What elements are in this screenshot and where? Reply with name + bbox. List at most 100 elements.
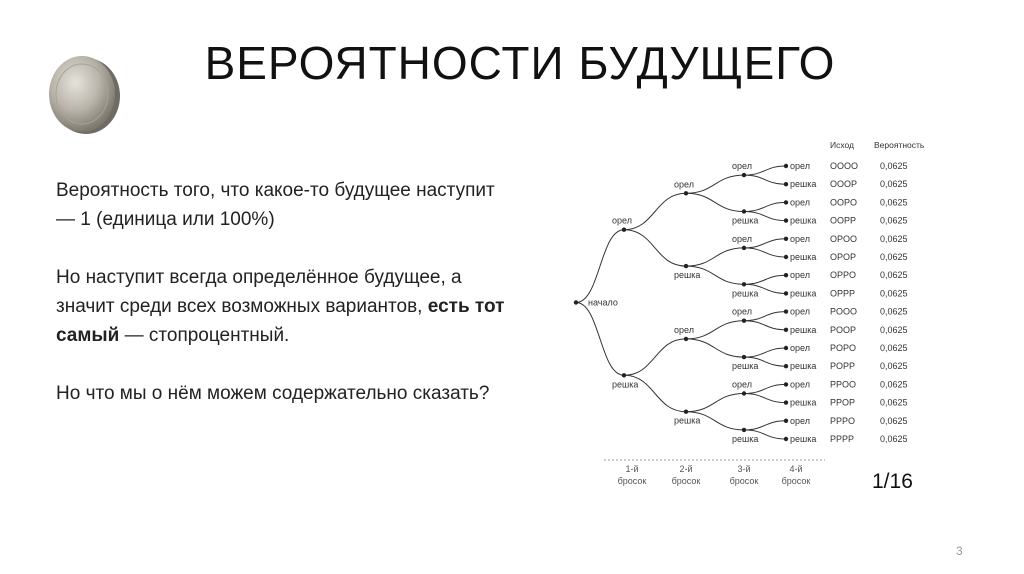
tree-branch	[743, 174, 787, 185]
branch-label-tails: решка	[612, 379, 638, 389]
outcome-probability: 0,0625	[880, 361, 908, 371]
paragraph-determined-future: Но наступит всегда определённое будущее,…	[56, 263, 516, 350]
tree-branch	[685, 338, 745, 358]
tree-node	[573, 300, 579, 305]
leaf-label-tails: решка	[790, 252, 816, 262]
outcome-probability: 0,0625	[880, 343, 908, 353]
tree-node	[741, 391, 747, 396]
branch-label-tails: решка	[732, 216, 758, 226]
outcome-probability: 0,0625	[880, 288, 908, 298]
outcome-code: POPP	[830, 361, 855, 371]
outcome-code: OOOO	[830, 161, 858, 171]
tree-branch	[623, 229, 687, 267]
leaf-label-tails: решка	[790, 288, 816, 298]
outcome-probability: 0,0625	[880, 416, 908, 426]
toss-number: 1-й	[625, 464, 638, 474]
outcome-probability: 0,0625	[880, 197, 908, 207]
tree-node	[683, 409, 689, 414]
leaf-label-tails: решка	[790, 398, 816, 408]
toss-word: бросок	[730, 476, 759, 486]
outcome-code: OOPO	[830, 197, 857, 207]
tree-node	[741, 318, 747, 323]
tree-branch	[743, 247, 787, 258]
leaf-label-heads: орел	[790, 270, 810, 280]
tree-node	[783, 291, 789, 296]
outcome-code: OPPO	[830, 270, 856, 280]
branch-label-tails: решка	[732, 361, 758, 371]
tree-branch	[685, 411, 745, 431]
outcome-probability: 0,0625	[880, 161, 908, 171]
branch-label-tails: решка	[674, 416, 700, 426]
tree-node	[783, 163, 789, 169]
toss-number: 3-й	[737, 464, 750, 474]
outcome-code: PPOO	[830, 379, 856, 389]
tree-node	[783, 382, 789, 387]
outcome-code: OOPP	[830, 216, 856, 226]
leaf-label-heads: орел	[790, 343, 810, 353]
tree-branch	[743, 429, 787, 440]
branch-label-tails: решка	[732, 288, 758, 298]
paragraph-text: Но наступит всегда определённое будущее,…	[56, 267, 462, 317]
leaf-label-tails: решка	[790, 216, 816, 226]
paragraph-question: Но что мы о нём можем содержательно сказ…	[56, 383, 490, 404]
tree-branch	[685, 247, 745, 267]
leaf-label-heads: орел	[790, 379, 810, 389]
outcome-code: OPPP	[830, 288, 855, 298]
slide-title: ВЕРОЯТНОСТИ БУДУЩЕГО	[204, 37, 836, 89]
tree-branch	[623, 192, 687, 231]
toss-word: бросок	[618, 476, 647, 486]
branch-label-heads: орел	[674, 179, 694, 189]
tree-branch	[575, 302, 625, 376]
tree-node	[741, 172, 747, 178]
tree-node	[783, 364, 789, 369]
outcome-probability: 0,0625	[880, 179, 908, 189]
tree-branch	[685, 192, 745, 212]
leaf-label-tails: решка	[790, 325, 816, 335]
outcome-probability: 0,0625	[880, 398, 908, 408]
outcome-code: OPOO	[830, 234, 857, 244]
tree-branch	[685, 393, 745, 413]
outcome-probability: 0,0625	[880, 270, 908, 280]
branch-label-heads: орел	[732, 307, 752, 317]
tree-node	[783, 436, 789, 442]
tree-branch	[685, 265, 745, 285]
outcome-code: PPPP	[830, 434, 854, 444]
tree-node	[783, 400, 789, 405]
branch-label-tails: решка	[674, 270, 700, 280]
fraction-label: 1/16	[872, 470, 913, 493]
tree-node	[621, 227, 627, 232]
leaf-label-heads: орел	[790, 234, 810, 244]
toss-word: бросок	[672, 476, 701, 486]
outcome-probability: 0,0625	[880, 325, 908, 335]
branch-label-heads: орел	[732, 234, 752, 244]
tree-node	[621, 373, 627, 378]
paragraph-text: — стопроцентный.	[119, 325, 290, 346]
tree-node	[683, 263, 689, 269]
tree-branch	[743, 320, 787, 331]
tree-node	[783, 418, 789, 423]
tree-node	[783, 309, 789, 314]
tree-branch	[743, 201, 787, 212]
header-outcome: Исход	[830, 140, 854, 150]
branch-label-heads: орел	[732, 380, 752, 390]
tree-branch	[743, 347, 787, 358]
tree-node	[783, 327, 789, 332]
tree-node	[741, 209, 747, 214]
tree-branch	[743, 283, 787, 294]
tree-branch	[743, 420, 787, 431]
outcome-probability: 0,0625	[880, 307, 908, 317]
leaf-label-tails: решка	[790, 179, 816, 189]
body-text: Вероятность того, что какое-то будущее н…	[56, 176, 516, 437]
tree-branch	[743, 393, 787, 404]
tree-node	[783, 345, 789, 351]
outcome-code: OPOP	[830, 252, 856, 262]
tree-node	[741, 282, 747, 287]
emphasis-text: есть тот самый	[56, 296, 505, 346]
branch-label-tails: решка	[732, 434, 758, 444]
branch-label-heads: орел	[732, 161, 752, 171]
outcome-code: POPO	[830, 343, 856, 353]
outcome-code: OOOP	[830, 179, 857, 189]
outcome-probability: 0,0625	[880, 234, 908, 244]
tree-branch	[685, 320, 745, 340]
leaf-label-tails: решка	[790, 361, 816, 371]
